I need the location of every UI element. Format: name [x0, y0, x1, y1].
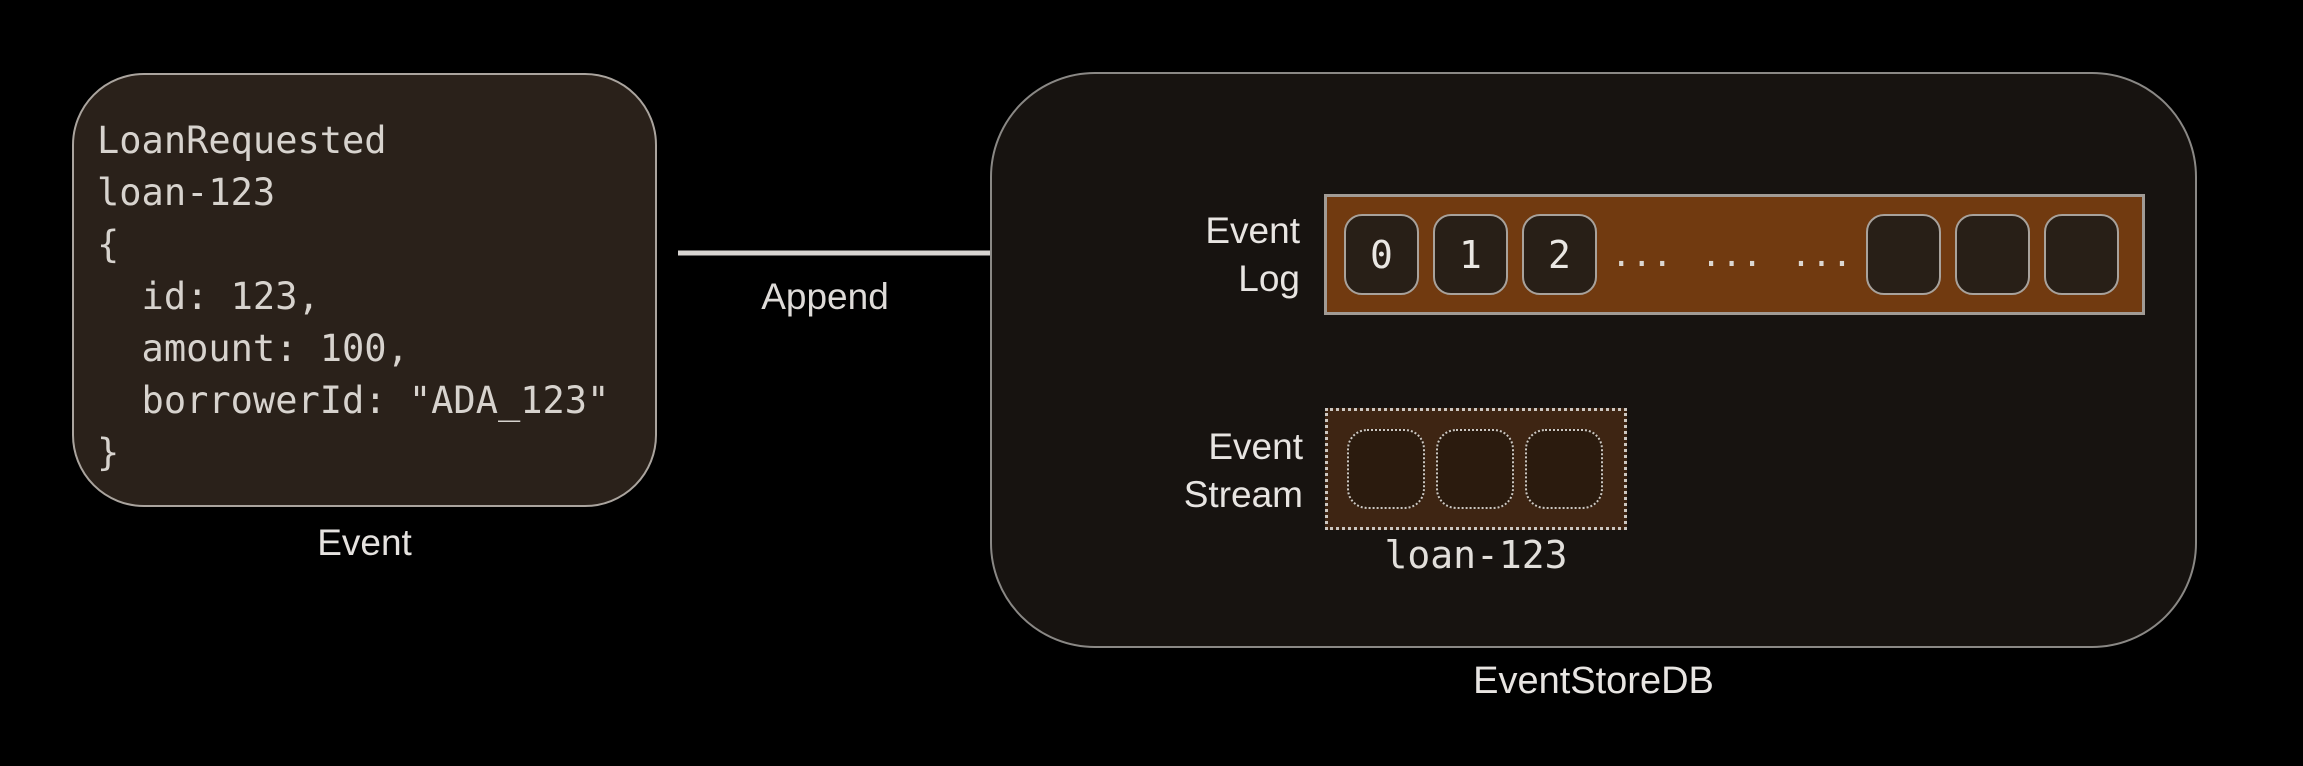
event-log-empty-cell [1955, 214, 2031, 295]
event-stream-empty-cell [1347, 429, 1425, 509]
event-card-caption: Event [317, 522, 412, 563]
event-card: LoanRequested loan-123 { id: 123, amount… [72, 73, 657, 507]
event-stream-label: Event Stream [1183, 426, 1303, 515]
event-log-bar: 0 1 2 ... ... ... [1324, 194, 2145, 315]
event-log-ellipsis: ... ... ... [1611, 234, 1853, 275]
event-log-label: Event Log [1205, 210, 1300, 299]
event-stream-empty-cell [1525, 429, 1603, 509]
event-log-empty-cell [2044, 214, 2120, 295]
event-log-empty-cell [1866, 214, 1942, 295]
eventstoredb-container: Event Log 0 1 2 ... ... ... Event Stream… [990, 72, 2197, 648]
append-label: Append [761, 276, 889, 317]
event-stream-box [1325, 408, 1627, 530]
event-log-cell-1: 1 [1433, 214, 1508, 295]
event-log-cell-0: 0 [1344, 214, 1419, 295]
event-stream-name: loan-123 [1384, 533, 1568, 577]
event-log-cell-2: 2 [1522, 214, 1597, 295]
eventstoredb-title: EventStoreDB [1473, 660, 1714, 702]
event-stream-empty-cell [1436, 429, 1514, 509]
event-code: LoanRequested loan-123 { id: 123, amount… [97, 119, 610, 474]
